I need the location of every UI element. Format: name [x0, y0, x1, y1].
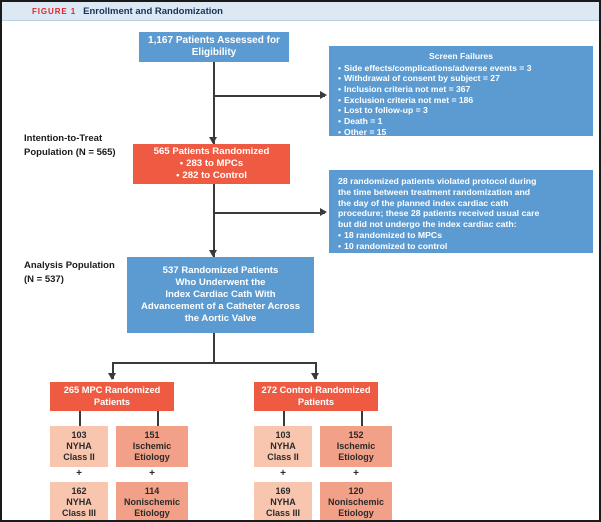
node-assessed-for-eligibility: 1,167 Patients Assessed for Eligibility [139, 32, 289, 62]
connector-split-horizontal [112, 362, 316, 364]
connector-split-left [112, 362, 114, 379]
connector-analysis-to-split [213, 333, 215, 364]
connector-split-right [315, 362, 317, 379]
connector-mpc-to-ischemic [157, 411, 159, 426]
arrowhead-analysis [209, 250, 217, 257]
connector-to-protocol-violation [213, 212, 325, 214]
leaf-mpc-nonischemic-etiology: 114 Nonischemic Etiology [116, 482, 188, 520]
leaf-mpc-ischemic-etiology: 151 Ischemic Etiology [116, 426, 188, 467]
plus-sign-mpc-etiology: + [149, 468, 155, 479]
label-analysis-population: Analysis Population (N = 537) [24, 260, 115, 285]
node-mpc-randomized-arm: 265 MPC Randomized Patients [50, 382, 174, 411]
leaf-mpc-nyha-class-iii: 162 NYHA Class III [50, 482, 108, 520]
leaf-control-ischemic-etiology: 152 Ischemic Etiology [320, 426, 392, 467]
connector-to-screen-failures [213, 95, 325, 97]
plus-sign-mpc-nyha: + [76, 468, 82, 479]
figure-header: FIGURE 1 Enrollment and Randomization [2, 2, 599, 21]
leaf-control-nonischemic-etiology: 120 Nonischemic Etiology [320, 482, 392, 520]
connector-mpc-to-nyha2 [79, 411, 81, 426]
label-intention-to-treat: Intention-to-Treat Population (N = 565) [24, 133, 116, 158]
randomized-list: 283 to MPCs 282 to Control [176, 158, 247, 182]
arrowhead-randomized [209, 137, 217, 144]
flowchart-canvas: Intention-to-Treat Population (N = 565) … [2, 21, 599, 520]
figure-title: Enrollment and Randomization [83, 5, 223, 17]
node-protocol-violation: 28 randomized patients violated protocol… [329, 170, 593, 253]
screen-failures-list: Side effects/complications/adverse event… [338, 63, 531, 138]
figure-number-label: FIGURE 1 [32, 6, 77, 16]
connector-control-to-ischemic [361, 411, 363, 426]
node-537-analysis-population: 537 Randomized Patients Who Underwent th… [127, 257, 314, 333]
node-control-randomized-arm: 272 Control Randomized Patients [254, 382, 378, 411]
leaf-control-nyha-class-iii: 169 NYHA Class III [254, 482, 312, 520]
connector-assessed-to-randomized [213, 61, 215, 145]
plus-sign-control-etiology: + [353, 468, 359, 479]
leaf-mpc-nyha-class-ii: 103 NYHA Class II [50, 426, 108, 467]
connector-control-to-nyha2 [283, 411, 285, 426]
arrowhead-mpc-arm [108, 373, 116, 380]
protocol-violation-list: 18 randomized to MPCs 10 randomized to c… [338, 230, 447, 252]
arrowhead-screen-failures [320, 91, 327, 99]
arrowhead-control-arm [311, 373, 319, 380]
leaf-control-nyha-class-ii: 103 NYHA Class II [254, 426, 312, 467]
plus-sign-control-nyha: + [280, 468, 286, 479]
node-565-randomized: 565 Patients Randomized 283 to MPCs 282 … [133, 144, 290, 184]
arrowhead-protocol-violation [320, 208, 327, 216]
connector-randomized-to-analysis [213, 173, 215, 258]
node-screen-failures: Screen Failures Side effects/complicatio… [329, 46, 593, 138]
